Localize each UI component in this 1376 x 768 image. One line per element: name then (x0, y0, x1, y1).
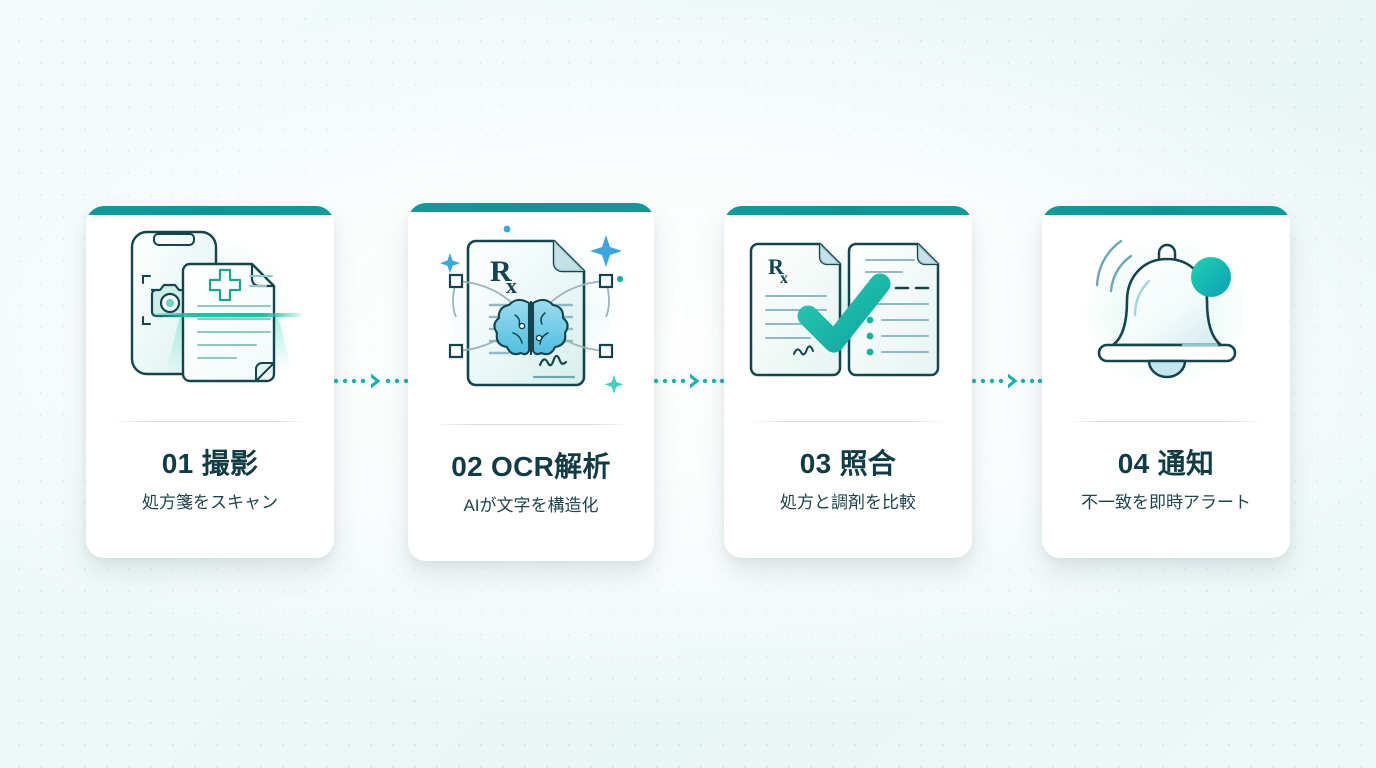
card-accent-bar (724, 206, 972, 215)
card-accent-bar (1042, 206, 1290, 215)
two-documents-checkmark-icon: R x (749, 238, 940, 382)
dot-accent-icon (503, 225, 511, 233)
rx-document-brain-ai-icon: R x (439, 225, 624, 396)
svg-text:R: R (768, 254, 785, 279)
connector-arrow-2 (654, 373, 724, 389)
step-icon-1 (86, 215, 334, 405)
step-card-2[interactable]: R x (408, 203, 654, 561)
svg-text:x: x (780, 270, 788, 287)
step-card-1[interactable]: 01 撮影 処方箋をスキャン (86, 206, 334, 558)
step-card-4[interactable]: 04 通知 不一致を即時アラート (1042, 206, 1290, 558)
connector-arrow-3 (972, 373, 1042, 389)
card-divider (437, 424, 625, 425)
chevron-right-icon (1008, 373, 1018, 389)
checkmark-icon (797, 273, 891, 353)
sparkle-icon (590, 235, 622, 267)
sparkle-icon (439, 253, 461, 274)
step-subtitle-1: 処方箋をスキャン (142, 492, 278, 512)
svg-text:x: x (506, 273, 517, 298)
chevron-right-icon (371, 373, 381, 389)
step-icon-2: R x (408, 212, 654, 408)
bell-alert-icon (1082, 237, 1250, 389)
dot-accent-icon (616, 275, 624, 283)
sparkle-icon (604, 375, 624, 394)
step-subtitle-3: 処方と調剤を比較 (780, 492, 916, 512)
step-icon-4 (1042, 215, 1290, 405)
step-title-2: 02 OCR解析 (451, 451, 611, 482)
notification-dot-icon (1191, 257, 1231, 297)
svg-text:R: R (490, 255, 512, 288)
card-divider (115, 421, 305, 422)
chevron-right-icon (690, 373, 700, 389)
card-divider (753, 421, 943, 422)
step-title-1: 01 撮影 (161, 448, 259, 479)
step-icon-3: R x (724, 215, 972, 405)
card-accent-bar (86, 206, 334, 215)
step-card-3[interactable]: R x (724, 206, 972, 558)
phone-camera-document-scan-icon (124, 230, 302, 388)
step-subtitle-2: AIが文字を構造化 (463, 495, 599, 515)
step-title-3: 03 照合 (799, 448, 897, 479)
connector-arrow-1 (334, 373, 408, 389)
card-divider (1071, 421, 1261, 422)
step-title-4: 04 通知 (1117, 448, 1215, 479)
card-accent-bar (408, 203, 654, 212)
step-subtitle-4: 不一致を即時アラート (1081, 492, 1251, 512)
